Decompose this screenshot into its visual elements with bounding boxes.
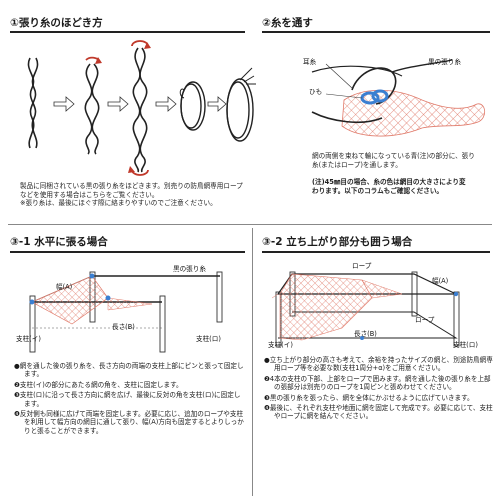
- step-item: ❷4本の支柱の下部、上部をロープで囲みます。網を通した後の張り糸を上部の張部分は…: [264, 374, 491, 392]
- rope-top-label: ロープ: [352, 262, 372, 270]
- section3a-underline: [10, 251, 245, 253]
- section2-underline: [262, 31, 490, 33]
- threading-illustration: [311, 59, 486, 137]
- arrow-right-icon: [53, 96, 75, 112]
- wavy-thread-icon: [132, 47, 148, 173]
- section3b-underline: [262, 251, 490, 253]
- twisted-thread-icon: [27, 57, 39, 149]
- section1-underline: [10, 31, 245, 33]
- ear-thread-label: 耳糸: [303, 58, 317, 66]
- black-thread-label-3a: 黒の張り糸: [173, 265, 206, 273]
- cord-label: ひも: [309, 88, 323, 96]
- width-label-3a: 幅(A): [56, 283, 73, 291]
- length-label-3b: 長さ(B): [354, 330, 377, 338]
- step-item: ❹最後に、それぞれ支柱や地面に網を固定して完成です。必要に応じて、支柱やロープに…: [264, 404, 493, 421]
- post-b-label-3a: 支柱(ロ): [196, 335, 221, 343]
- section3a-steps: ●網を通した後の張り糸を、長さ方向の両端の支柱上部にピンと張って固定します。 ❷…: [14, 362, 246, 437]
- section3a-title: ③-1 水平に張る場合: [10, 236, 108, 248]
- length-label-3a: 長さ(B): [112, 323, 135, 331]
- step-item: ❸支柱(ロ)に沿って長さ方向に網を広げ、最後に反対の角を支柱(ロ)に固定します。: [14, 391, 241, 408]
- open-loop-icon: [226, 67, 256, 142]
- post-a-label-3b: 支柱(イ): [268, 341, 293, 349]
- step-item: ●網を通した後の張り糸を、長さ方向の両端の支柱上部にピンと張って固定します。: [14, 362, 244, 379]
- rotate-arrow-icon: [131, 40, 149, 47]
- section3b-title: ③-2 立ち上がり部分も囲う場合: [262, 236, 413, 248]
- net-area: [279, 273, 373, 341]
- step-item: ❹反対側も同様に広げて両端を固定します。必要に応じ、追加のロープや支柱を利用して…: [14, 410, 244, 435]
- section1-note: 製品に同梱されている黒の張り糸をほどきます。別売りの防鳥網専用ロープ などを使用…: [20, 182, 243, 208]
- unravel-steps-illustration: [27, 40, 256, 176]
- section2-note: 網の両側を束ねて輪になっている青(注)の部分に、張り 糸(またはロープ)を通しま…: [312, 152, 475, 169]
- enclosed-net-illustration: [271, 271, 460, 347]
- vertical-divider: [252, 228, 253, 496]
- rope-right-label: ロープ: [415, 316, 435, 324]
- loosening-thread-icon: [84, 63, 100, 155]
- section2-title: ②糸を通す: [262, 17, 313, 29]
- arrow-right-icon: [207, 96, 227, 112]
- section1-title: ①張り糸のほどき方: [10, 17, 103, 29]
- width-label-3b: 幅(A): [432, 277, 449, 285]
- section3b-steps: ●立ち上がり部分の高さも考えて、余裕を持ったサイズの網と、別途防鳥網専用ロープ等…: [264, 356, 494, 423]
- arrow-right-icon: [107, 96, 129, 112]
- step-item: ●立ち上がり部分の高さも考えて、余裕を持ったサイズの網と、別途防鳥網専用ロープ等…: [264, 356, 493, 373]
- horizontal-divider: [8, 224, 492, 225]
- rotate-arrow-icon: [131, 169, 149, 176]
- horizontal-net-illustration: [29, 271, 223, 353]
- post-a-label-3a: 支柱(イ): [16, 335, 41, 343]
- section2-warning: (注)45㎜目の場合、糸の色は網目の大きさにより変 わります。以下のコラムもご確…: [312, 178, 466, 195]
- step-item: ❷支柱(イ)の部分にあたる網の角を、支柱に固定します。: [14, 380, 183, 389]
- black-thread-label: 黒の張り糸: [428, 58, 461, 66]
- arrow-right-icon: [155, 96, 177, 112]
- step-item: ❸黒の張り糸を張ったら、網を全体にかぶせるように広げていきます。: [264, 393, 474, 402]
- post-b-label-3b: 支柱(ロ): [453, 341, 478, 349]
- thread-loop-icon: [179, 81, 206, 131]
